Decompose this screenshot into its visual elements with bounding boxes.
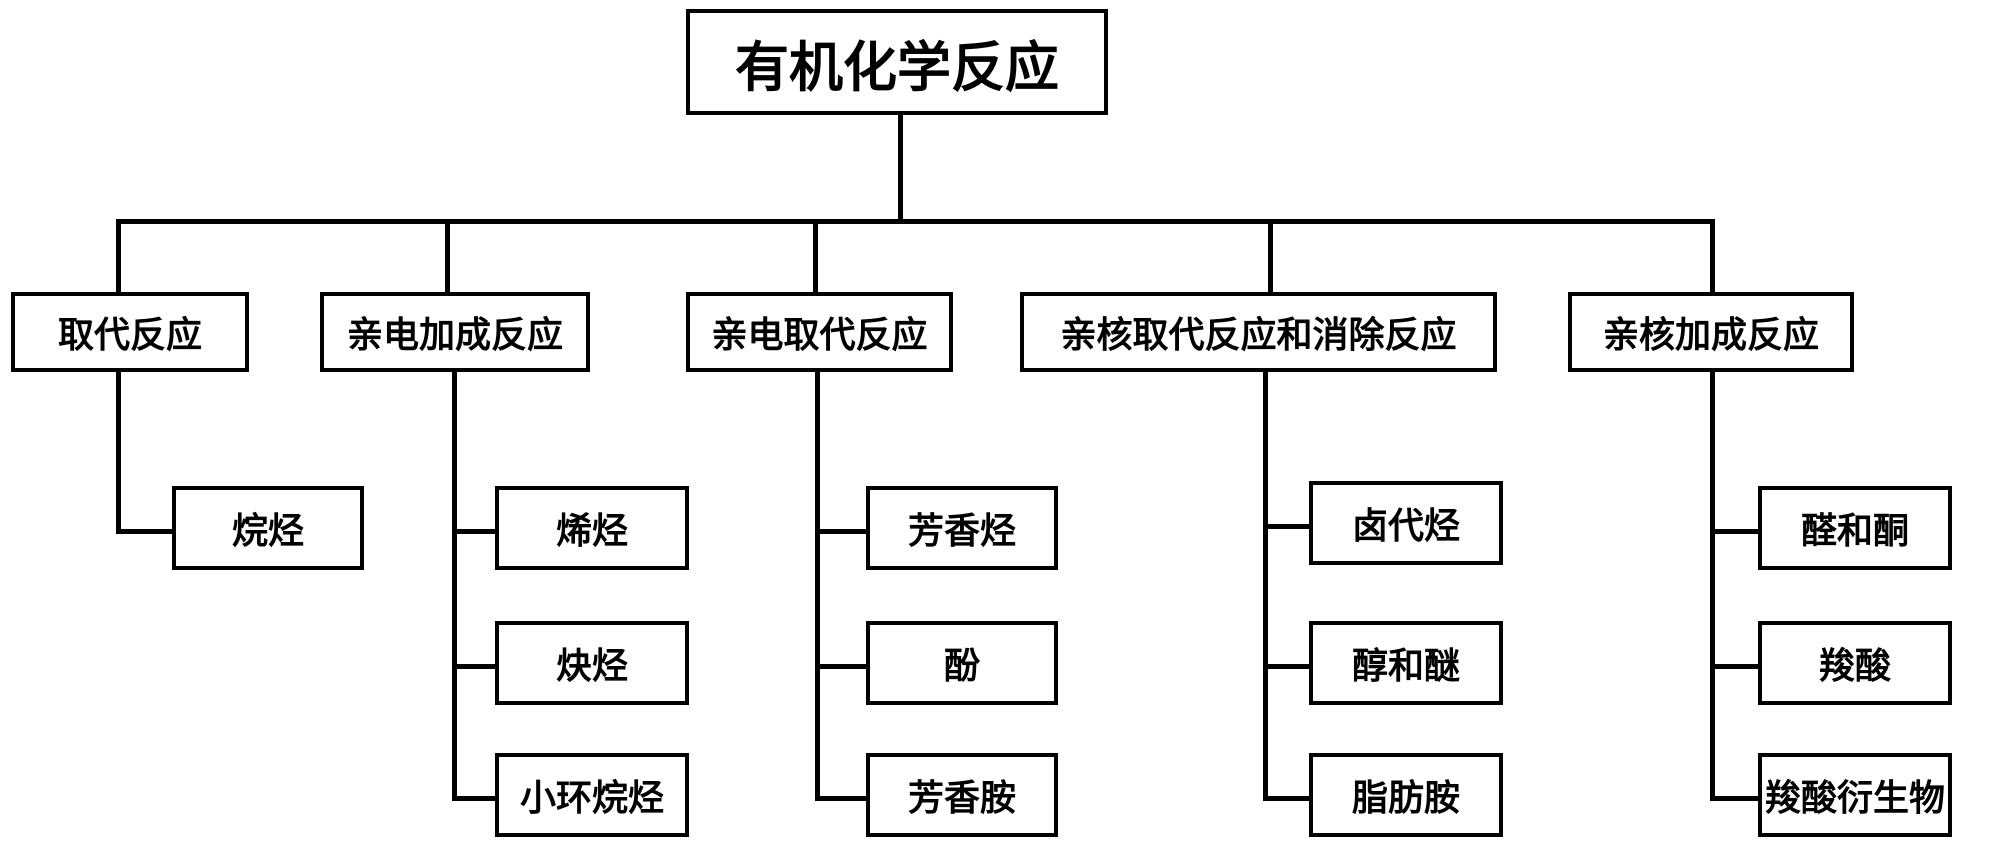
leaf-label: 芳香胺	[907, 778, 1016, 819]
leaf-label: 醇和醚	[1351, 646, 1460, 687]
branch-line	[1263, 796, 1313, 801]
leaf-label: 酚	[943, 646, 980, 687]
category-label: 亲核加成反应	[1602, 315, 1819, 356]
leaf-label: 烷烃	[231, 511, 304, 552]
branch-line	[452, 796, 499, 801]
leaf-node-carboxylic-acid: 羧酸	[1758, 621, 1952, 705]
category-drop-line-5	[1710, 219, 1715, 294]
category-drop-line-3	[813, 219, 818, 294]
spine-line-1	[116, 370, 121, 533]
leaf-node-small-ring-alkane: 小环烷烃	[495, 753, 689, 837]
category-bus-line	[116, 219, 1715, 224]
leaf-node-phenol: 酚	[866, 621, 1058, 705]
leaf-label: 羧酸	[1818, 646, 1891, 687]
branch-line	[452, 664, 499, 669]
category-drop-line-1	[116, 219, 121, 294]
spine-line-5	[1710, 370, 1715, 800]
category-drop-line-4	[1268, 219, 1273, 294]
leaf-node-aliphatic-amine: 脂肪胺	[1309, 753, 1503, 837]
spine-line-2	[452, 370, 457, 800]
leaf-node-alkyne: 炔烃	[495, 621, 689, 705]
category-node-electrophilic-addition: 亲电加成反应	[320, 292, 590, 372]
leaf-node-alkane: 烷烃	[172, 486, 364, 570]
branch-line	[815, 529, 870, 534]
category-drop-line-2	[445, 219, 450, 294]
spine-line-3	[815, 370, 820, 800]
leaf-node-carboxylic-acid-derivative: 羧酸衍生物	[1758, 753, 1952, 837]
leaf-node-alcohol-ether: 醇和醚	[1309, 621, 1503, 705]
leaf-node-haloalkane: 卤代烃	[1309, 481, 1503, 565]
leaf-label: 醛和酮	[1800, 511, 1909, 552]
spine-line-4	[1263, 370, 1268, 800]
leaf-label: 卤代烃	[1351, 506, 1460, 547]
branch-line	[815, 664, 870, 669]
root-label: 有机化学反应	[735, 35, 1059, 99]
leaf-node-aldehyde-ketone: 醛和酮	[1758, 486, 1952, 570]
branch-line	[815, 796, 870, 801]
branch-line	[1710, 529, 1762, 534]
branch-line	[116, 529, 176, 534]
leaf-node-aromatic-hydrocarbon: 芳香烃	[866, 486, 1058, 570]
category-label: 亲核取代反应和消除反应	[1060, 315, 1457, 356]
branch-line	[1710, 796, 1762, 801]
category-node-electrophilic-substitution: 亲电取代反应	[686, 292, 953, 372]
category-label: 取代反应	[57, 315, 202, 356]
category-node-nucleophilic-substitution-elimination: 亲核取代反应和消除反应	[1020, 292, 1497, 372]
branch-line	[1263, 524, 1313, 529]
leaf-label: 炔烃	[555, 646, 628, 687]
root-node: 有机化学反应	[686, 9, 1108, 115]
root-stem-line	[898, 113, 903, 221]
branch-line	[1263, 664, 1313, 669]
leaf-node-alkene: 烯烃	[495, 486, 689, 570]
branch-line	[452, 529, 499, 534]
category-node-nucleophilic-addition: 亲核加成反应	[1568, 292, 1854, 372]
category-label: 亲电取代反应	[711, 315, 928, 356]
category-node-substitution: 取代反应	[11, 292, 249, 372]
leaf-label: 脂肪胺	[1351, 778, 1460, 819]
leaf-label: 烯烃	[555, 511, 628, 552]
leaf-label: 小环烷烃	[519, 778, 664, 819]
branch-line	[1710, 664, 1762, 669]
category-label: 亲电加成反应	[346, 315, 563, 356]
leaf-node-aromatic-amine: 芳香胺	[866, 753, 1058, 837]
leaf-label: 芳香烃	[907, 511, 1016, 552]
leaf-label: 羧酸衍生物	[1764, 778, 1945, 819]
